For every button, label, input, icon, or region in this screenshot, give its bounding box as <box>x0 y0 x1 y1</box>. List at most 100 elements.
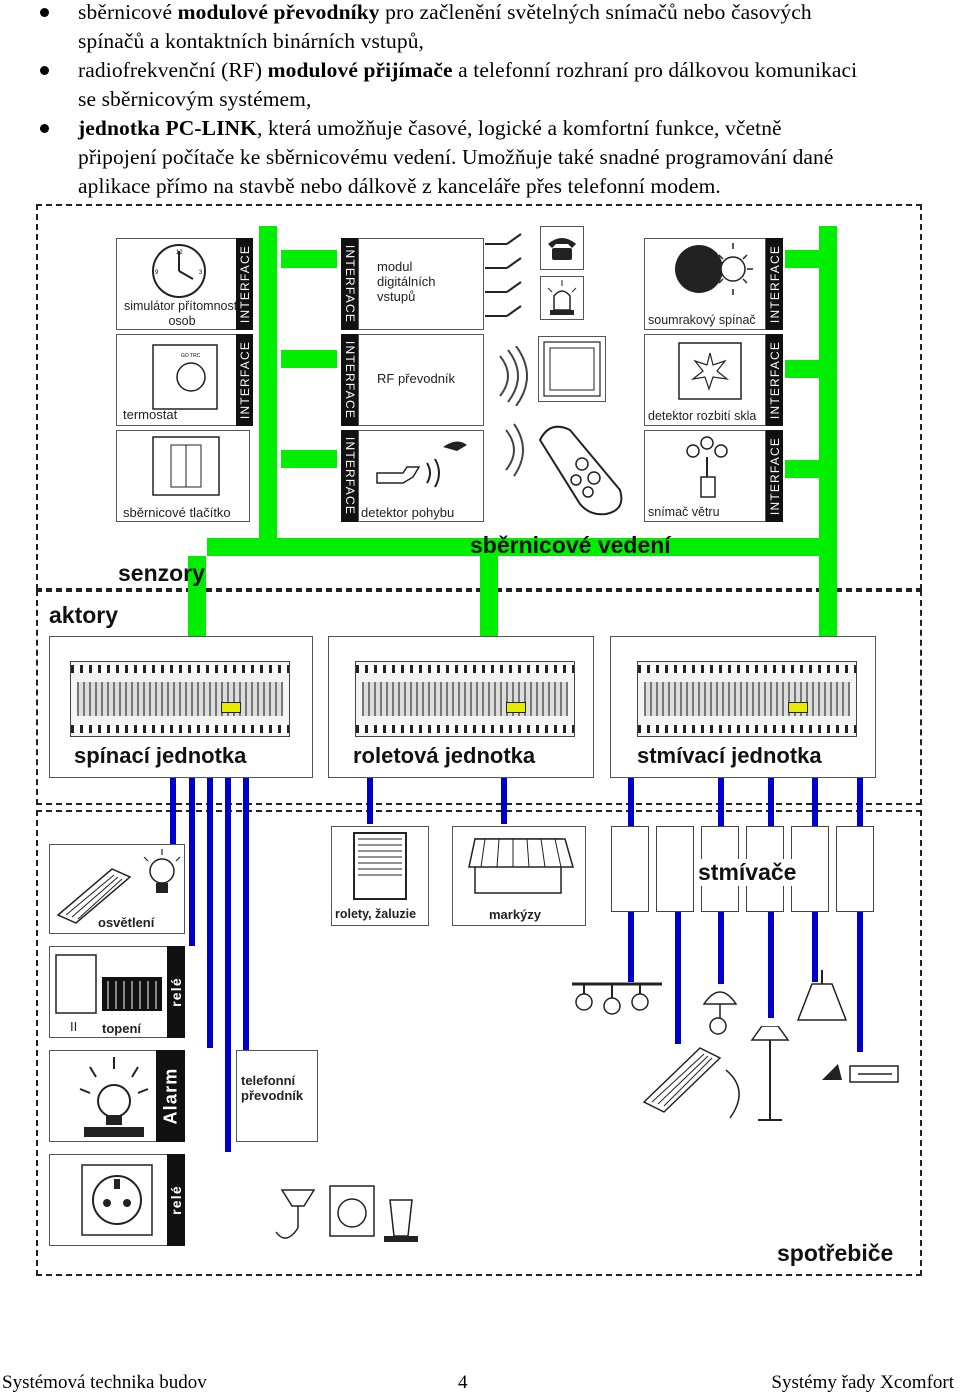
halogen-lamp-icon <box>822 1064 899 1083</box>
thermostat-icon: GO TRC <box>152 344 218 410</box>
wire <box>857 778 863 826</box>
fluorescent-light-icon <box>642 1047 740 1119</box>
actuators-heading: aktory <box>49 602 119 628</box>
loads-heading: spotřebiče <box>777 1240 894 1266</box>
svg-text:9: 9 <box>155 270 159 276</box>
simulator-label: simulátor přítomnosti osob <box>123 299 240 328</box>
simulator-box: 12 9 3 simulátor přítomnosti osob <box>116 238 250 330</box>
motion-detector-box: detektor pohybu <box>358 430 484 522</box>
interface-bar: INTERFACE <box>766 334 783 426</box>
blinds-box: rolety, žaluzie <box>331 826 429 926</box>
sensors-heading: senzory <box>118 560 205 586</box>
bullet-1: sběrnicové modulové převodníky pro začle… <box>78 0 812 53</box>
radio-waves-icon <box>505 423 524 477</box>
lighting-label: osvětlení <box>98 915 155 930</box>
bullet-3: jednotka PC-LINK, která umožňuje časové,… <box>78 116 834 198</box>
sensor-region <box>36 204 922 590</box>
anemometer-icon <box>686 436 728 498</box>
actuator-switching: spínací jednotka <box>49 636 313 778</box>
beacon-box <box>540 276 584 320</box>
din-module-icon <box>637 661 857 737</box>
clock-icon: 12 9 3 <box>152 244 206 298</box>
thermostat-box: GO TRC termostat <box>116 334 250 426</box>
bus-line <box>281 350 337 368</box>
lighting-box: osvětlení <box>49 844 185 934</box>
page-number: 4 <box>458 1372 468 1393</box>
actuator-region <box>36 590 922 805</box>
telephone-converter-label: telefonní převodník <box>241 1073 304 1103</box>
bullet-dot <box>40 124 49 133</box>
interface-bar: INTERFACE <box>341 430 358 522</box>
interface-bar: INTERFACE <box>766 430 783 522</box>
wind-sensor-box: snímač větru <box>644 430 766 522</box>
awnings-box: markýzy <box>452 826 586 926</box>
remote-control-icon <box>538 425 623 516</box>
wall-switch-icon <box>543 341 601 397</box>
bus-button-box: sběrnicové tlačítko <box>116 430 250 522</box>
actuator-dimming: stmívací jednotka <box>610 636 876 778</box>
wire <box>812 912 818 982</box>
actuator-label: spínací jednotka <box>74 743 247 768</box>
bus-line <box>819 226 837 636</box>
din-module-icon <box>355 661 575 737</box>
broken-glass-icon <box>678 342 742 400</box>
actuator-label: stmívací jednotka <box>637 743 822 768</box>
relay-bar: relé <box>167 946 185 1038</box>
rf-converter-box: RF převodník <box>358 334 484 426</box>
wind-sensor-label: snímač větru <box>648 505 720 519</box>
wire <box>857 912 863 1052</box>
blinds-icon <box>353 832 407 900</box>
rf-converter-label: RF převodník <box>377 371 456 386</box>
wire <box>675 912 681 1044</box>
floor-lamp-icon <box>750 1026 790 1121</box>
wire <box>243 778 249 1056</box>
bus-line <box>785 250 819 268</box>
digital-module-label: modul digitálních vstupů <box>377 259 436 304</box>
glass-break-box: detektor rozbití skla <box>644 334 766 426</box>
actuator-blinds: roletová jednotka <box>328 636 594 778</box>
heating-marker: II <box>70 1019 78 1034</box>
wall-lamp-icon <box>702 991 738 1035</box>
thermostat-label: termostat <box>123 407 178 422</box>
wire <box>812 778 818 826</box>
twilight-switch-label: soumrakový spínač <box>648 313 756 327</box>
wire <box>189 778 195 946</box>
wire <box>628 912 634 982</box>
beacon-icon <box>547 280 577 315</box>
telephone-box <box>540 226 584 270</box>
wire <box>768 778 774 826</box>
wire <box>718 778 724 826</box>
motion-detector-label: detektor pohybu <box>361 505 455 520</box>
digital-module-box: modul digitálních vstupů <box>358 238 484 330</box>
sun-moon-icon <box>675 243 753 295</box>
telephone-icon <box>548 238 576 260</box>
bus-button-label: sběrnicové tlačítko <box>123 505 231 520</box>
glass-break-label: detektor rozbití skla <box>648 409 757 423</box>
bus-line <box>785 460 819 478</box>
alarm-beacon-icon <box>79 1057 149 1137</box>
dimmer-unit <box>656 826 694 912</box>
wire <box>207 778 213 1048</box>
din-module-icon <box>70 661 290 737</box>
socket-box <box>49 1154 185 1246</box>
interface-bar: INTERFACE <box>341 238 358 330</box>
binary-contacts-icon <box>485 233 522 317</box>
wire <box>501 778 507 824</box>
alarm-bar: Alarm <box>156 1050 185 1142</box>
bullet-dot <box>40 66 49 75</box>
footer-right: Systémy řady Xcomfort <box>771 1372 954 1393</box>
hand-motion-icon <box>376 441 467 488</box>
twilight-switch-box: soumrakový spínač <box>644 238 766 330</box>
svg-text:12: 12 <box>176 250 183 256</box>
dimmer-unit <box>836 826 874 912</box>
svg-text:GO TRC: GO TRC <box>181 353 201 359</box>
push-button-icon <box>152 436 220 496</box>
footer-left: Systémová technika budov <box>2 1372 207 1393</box>
interface-bar: INTERFACE <box>341 334 358 426</box>
blinds-label: rolety, žaluzie <box>335 907 417 921</box>
fluorescent-light-icon <box>56 849 181 924</box>
heater-icon <box>55 954 162 1014</box>
pendant-lamp-icon <box>796 970 848 1021</box>
actuator-label: roletová jednotka <box>353 743 536 768</box>
wire <box>768 912 774 1018</box>
